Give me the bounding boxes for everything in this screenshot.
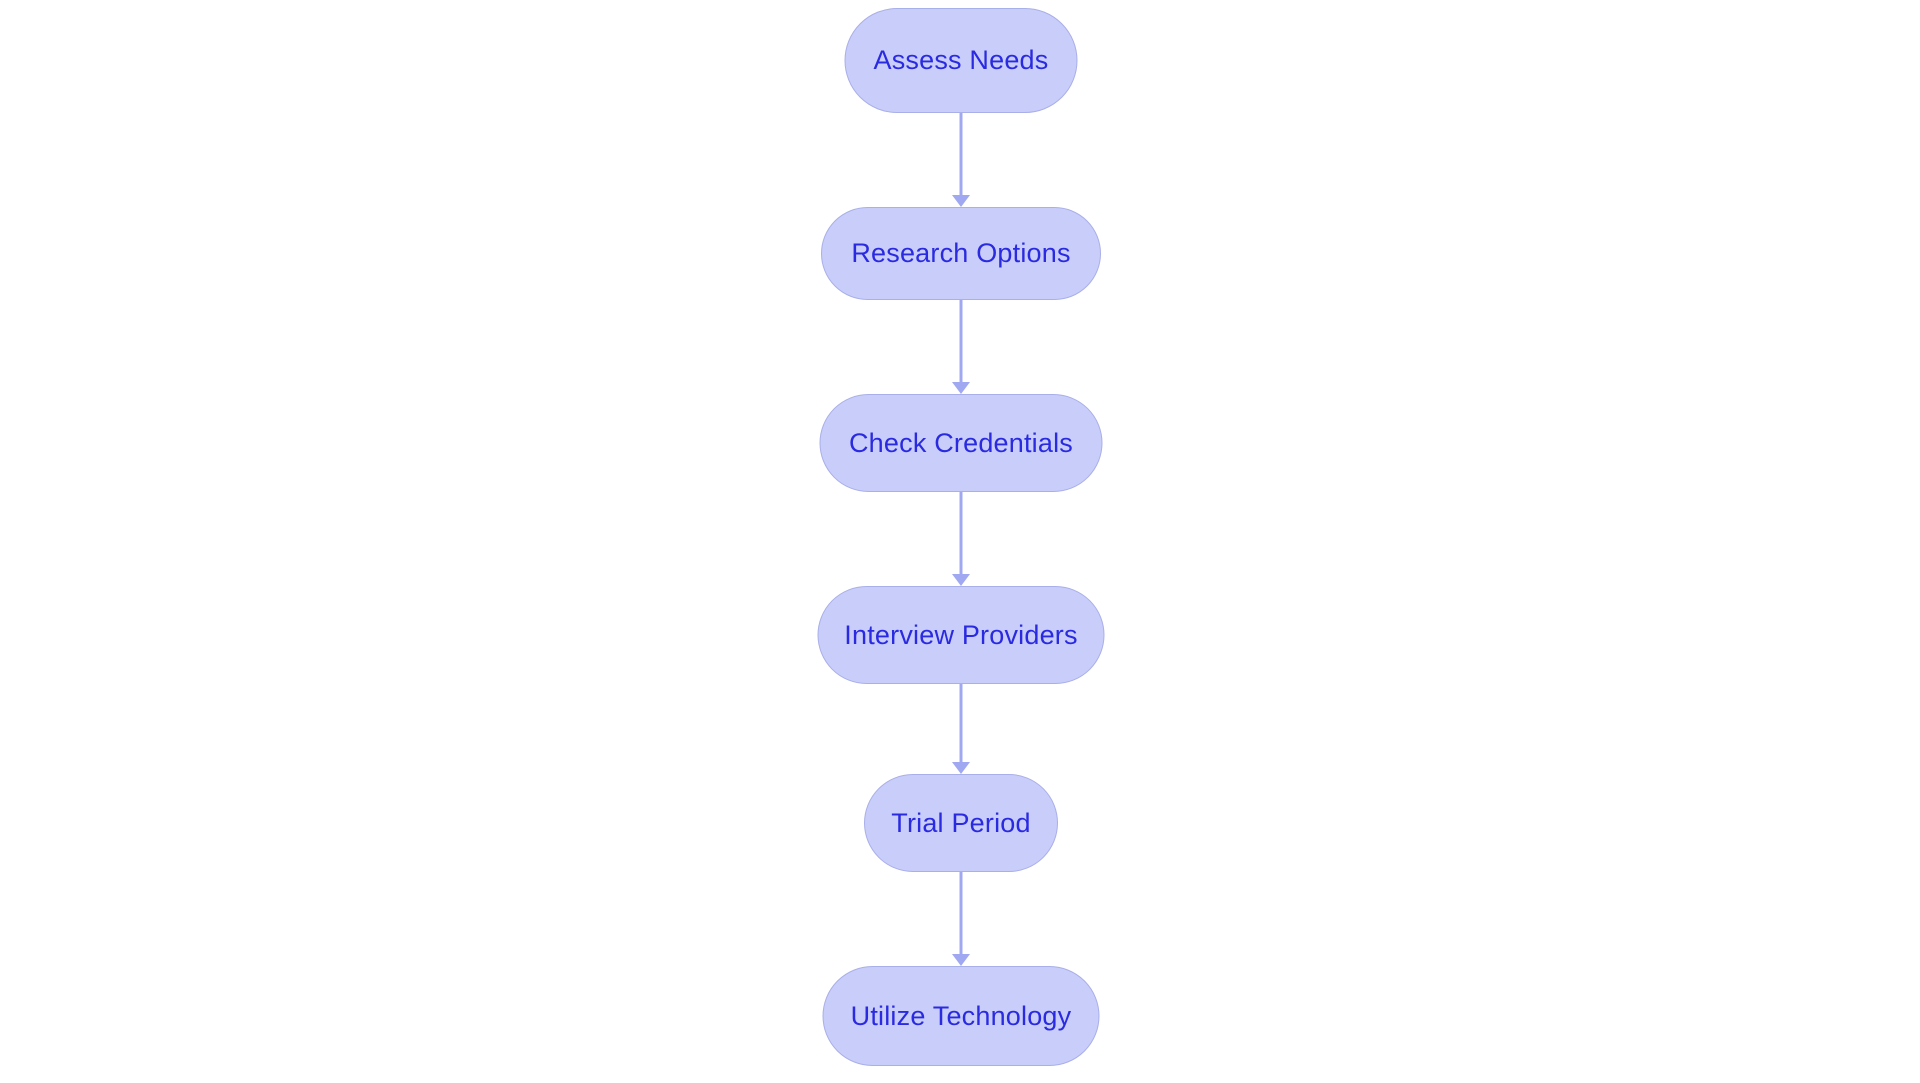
arrowhead-icon <box>952 195 970 207</box>
flow-node-label: Utilize Technology <box>850 1000 1072 1031</box>
flow-node-interview-providers[interactable]: Interview Providers <box>817 586 1105 684</box>
flow-node-label: Trial Period <box>891 807 1031 838</box>
flow-arrow-3 <box>952 492 970 586</box>
flow-node-label: Interview Providers <box>844 619 1078 650</box>
flow-node-label: Check Credentials <box>848 427 1073 458</box>
flow-node-label: Research Options <box>851 238 1071 268</box>
flow-arrow-1 <box>952 113 970 207</box>
arrowhead-icon <box>952 954 970 966</box>
flow-node-research-options[interactable]: Research Options <box>821 207 1101 300</box>
arrowhead-icon <box>952 574 970 586</box>
flow-arrow-4 <box>952 684 970 774</box>
flow-node-check-credentials[interactable]: Check Credentials <box>819 394 1103 492</box>
flow-node-utilize-technology[interactable]: Utilize Technology <box>822 966 1100 1066</box>
flow-arrow-2 <box>952 300 970 394</box>
flow-node-label: Assess Needs <box>873 45 1049 75</box>
flow-arrow-5 <box>952 872 970 966</box>
flow-node-assess-needs[interactable]: Assess Needs <box>844 8 1078 113</box>
arrowhead-icon <box>952 762 970 774</box>
arrowhead-icon <box>952 382 970 394</box>
flow-node-trial-period[interactable]: Trial Period <box>864 774 1058 872</box>
